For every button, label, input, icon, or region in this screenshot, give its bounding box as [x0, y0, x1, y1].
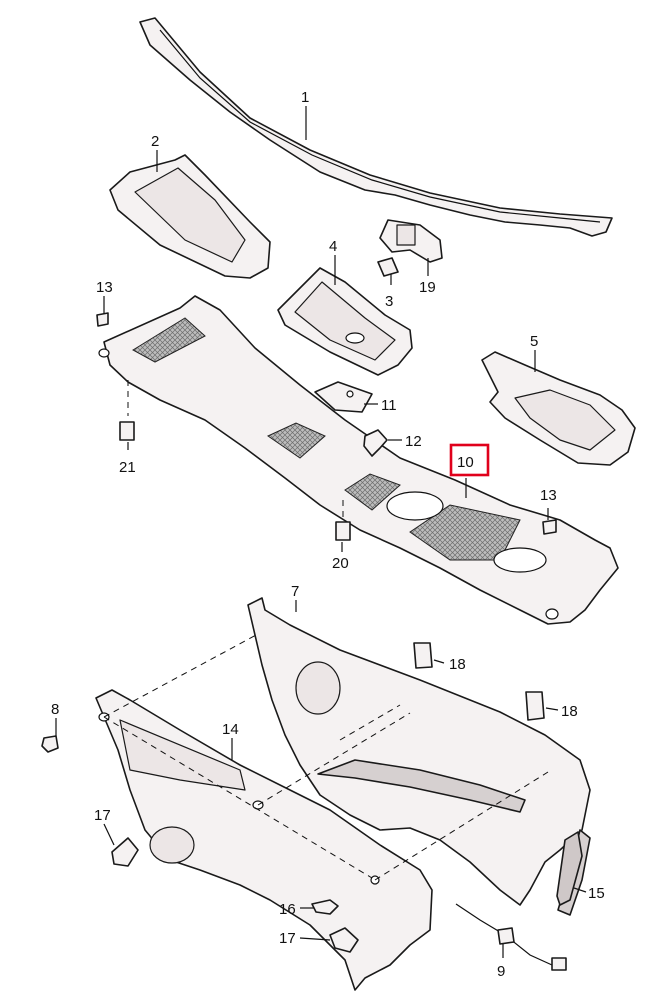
callout-14: 14 [222, 721, 239, 738]
callout-4: 4 [329, 238, 337, 255]
callout-17-lower: 17 [279, 930, 296, 947]
part-17-clip [111, 837, 359, 953]
callout-13-upper: 13 [96, 279, 113, 296]
callout-8: 8 [51, 701, 59, 718]
callout-3: 3 [385, 293, 393, 310]
callout-labels: 1 2 3 4 5 7 8 9 10 11 12 13 13 14 15 16 … [51, 89, 605, 980]
part-3-clip [377, 257, 399, 277]
callout-9: 9 [497, 963, 505, 980]
part-19-bracket [379, 219, 443, 263]
callout-16: 16 [279, 901, 296, 918]
callout-19: 19 [419, 279, 436, 296]
callout-18-lower: 18 [561, 703, 578, 720]
assembly-lines [103, 380, 549, 881]
callout-2: 2 [151, 133, 159, 150]
callout-17-left: 17 [94, 807, 111, 824]
part-5-cover [481, 351, 636, 466]
callout-7: 7 [291, 583, 299, 600]
callout-20: 20 [332, 555, 349, 572]
callout-10-highlight [449, 443, 490, 477]
part-2-air-duct [109, 154, 271, 279]
part-4-tray [277, 267, 413, 376]
callout-12: 12 [405, 433, 422, 450]
part-16-bolt [311, 899, 339, 915]
leader-lines [55, 106, 587, 958]
part-15-seal [556, 831, 583, 906]
part-10-plenum-panel [98, 295, 619, 625]
callout-1: 1 [301, 89, 309, 106]
callout-13-lower: 13 [540, 487, 557, 504]
part-13-grommet [96, 312, 557, 535]
part-20-clip [335, 521, 351, 541]
callout-18-upper: 18 [449, 656, 466, 673]
part-11-pad [314, 381, 373, 413]
callout-11: 11 [381, 397, 397, 414]
part-12-clip [363, 429, 388, 457]
callout-21: 21 [119, 459, 136, 476]
part-9-wire [455, 903, 567, 971]
part-14-side-panel [95, 689, 433, 991]
callout-15: 15 [588, 885, 605, 902]
part-1-plenum-strip [139, 17, 613, 237]
part-8-nut [41, 735, 59, 753]
part-21-clip [119, 421, 135, 441]
callout-5: 5 [530, 333, 538, 350]
callout-10: 10 [457, 454, 474, 471]
part-18-clip [413, 642, 545, 721]
